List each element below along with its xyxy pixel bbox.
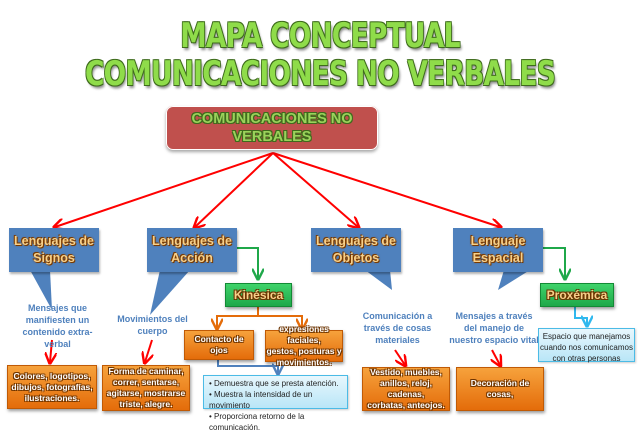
example-accion: Forma de caminar, correr, sentarse, agit…: [102, 365, 190, 411]
example-line: Vestido, muebles,: [370, 367, 442, 377]
description-objetos: Comunicación a través de cosas materiale…: [355, 310, 440, 346]
arrow-kinesica-contacto: [217, 315, 258, 328]
child-line: gestos, posturas y: [266, 346, 342, 356]
example-line: dibujos, fotografías,: [11, 381, 93, 392]
child-line: expresiones faciales,: [279, 324, 329, 345]
arrow-kinesica-expresiones: [258, 315, 302, 328]
description-signos: Mensajes que manifiesten un contenido ex…: [10, 302, 105, 350]
proxemica-node: Proxémica: [540, 283, 614, 307]
note-line: con otras personas: [552, 354, 621, 363]
example-line: agitarse, mostrarse: [106, 388, 186, 398]
arrow-contacto-bullets: [217, 360, 278, 373]
callout-title-line-2: Espacial: [472, 251, 524, 265]
callout-tail-espacial: [498, 270, 530, 290]
example-line: triste, alegre.: [119, 399, 173, 409]
callout-lenguaje-espacial: Lenguaje Espacial: [453, 228, 543, 272]
note-line: cuando nos comunicamos: [540, 343, 633, 352]
arrow-proxemica-note: [574, 305, 587, 325]
note-line: Espacio que manejamos: [542, 332, 631, 341]
example-line: correr, sentarse,: [112, 377, 180, 387]
callout-title-line-1: Lenguajes de: [152, 234, 232, 248]
root-label-line-2: VERBALES: [232, 129, 312, 145]
example-line: Forma de caminar,: [108, 366, 184, 376]
example-line: anillos, reloj, cadenas,: [380, 378, 432, 399]
example-espacial: Decoración de cosas,: [456, 367, 544, 411]
callout-lenguajes-signos: Lenguajes de Signos: [9, 228, 99, 272]
bullet-item: • Proporciona retorno de la comunicación…: [209, 412, 305, 432]
arrow-root-signos: [55, 152, 274, 227]
title-line-2: COMUNICACIONES NO VERBALES: [84, 54, 556, 94]
kinesica-node: Kinésica: [225, 283, 292, 307]
child-line: movimientos.: [276, 357, 332, 367]
description-line: nuestro espacio vital: [449, 335, 539, 345]
description-line: materiales: [375, 335, 420, 345]
callout-tail-objetos: [365, 270, 392, 290]
callout-lenguajes-accion: Lenguajes de Acción: [147, 228, 237, 272]
connector-lines: [30, 152, 640, 418]
arrow-espacial-proxemica: [543, 247, 565, 278]
callout-title-line-2: Acción: [171, 251, 213, 265]
callout-tail-accion: [150, 270, 190, 315]
example-line: Colores, logotipos,: [13, 370, 91, 381]
arrow-root-objetos: [272, 152, 358, 227]
arrow-desc-accion: [145, 339, 152, 362]
example-line: corbatas, anteojos.: [367, 400, 445, 410]
description-espacial: Mensajes a través del manejo de nuestro …: [448, 310, 540, 346]
callout-title-line-1: Lenguajes de: [316, 234, 396, 248]
description-line: cuerpo: [137, 326, 168, 336]
root-node: COMUNICACIONES NO VERBALES: [166, 106, 378, 150]
callout-lenguajes-objetos: Lenguajes de Objetos: [311, 228, 401, 272]
child-line: Contacto de ojos: [194, 334, 244, 355]
arrow-accion-kinesica: [237, 247, 258, 278]
description-line: contenido extra-verbal: [22, 327, 93, 349]
description-line: Mensajes que: [27, 303, 88, 313]
arrow-root-accion: [195, 152, 274, 227]
callout-title-line-1: Lenguaje: [470, 234, 526, 248]
arrow-desc-objetos: [394, 349, 405, 365]
bullet-item: • Muestra la intensidad de un movimiento: [209, 390, 313, 410]
description-accion: Movimientos del cuerpo: [110, 313, 195, 337]
callout-title-line-1: Lenguajes de: [14, 234, 94, 248]
proxemica-note: Espacio que manejamos cuando nos comunic…: [538, 328, 635, 363]
description-line: través de cosas: [363, 323, 432, 333]
example-line: Decoración de cosas,: [470, 378, 530, 399]
example-line: ilustraciones.: [24, 392, 80, 403]
example-objetos: Vestido, muebles, anillos, reloj, cadena…: [362, 367, 450, 411]
arrow-desc-signos: [50, 339, 52, 362]
arrow-desc-espacial: [492, 349, 500, 365]
root-label-line-1: COMUNICACIONES NO: [191, 111, 353, 127]
description-line: Comunicación a: [362, 311, 433, 321]
callout-tail-signos: [30, 270, 52, 310]
example-signos: Colores, logotipos, dibujos, fotografías…: [7, 365, 97, 409]
kinesica-contacto-ojos: Contacto de ojos: [184, 330, 254, 360]
description-line: manifiesten un: [25, 315, 90, 325]
title-line-1: MAPA CONCEPTUAL: [180, 16, 460, 56]
bullet-item: • Demuestra que se presta atención.: [209, 379, 339, 388]
description-line: del manejo de: [463, 323, 525, 333]
arrow-root-espacial: [272, 152, 500, 227]
kinesica-expresiones: expresiones faciales, gestos, posturas y…: [265, 324, 343, 367]
callout-title-line-2: Objetos: [332, 251, 380, 265]
kinesica-bullets: • Demuestra que se presta atención. • Mu…: [203, 375, 348, 432]
callout-title-line-2: Signos: [33, 251, 75, 265]
description-line: Mensajes a través: [455, 311, 533, 321]
description-line: Movimientos del: [117, 314, 188, 324]
